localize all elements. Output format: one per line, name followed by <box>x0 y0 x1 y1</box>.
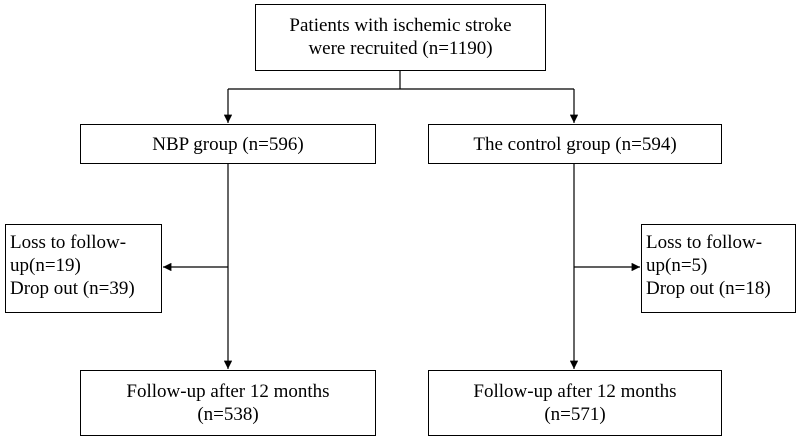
recruited-box: Patients with ischemic stroke were recru… <box>255 4 546 71</box>
nbp-group-label: NBP group (n=596) <box>152 134 304 155</box>
nbp-loss-line-3: Drop out (n=39) <box>10 278 135 299</box>
control-followup-box: Follow-up after 12 months (n=571) <box>428 370 722 436</box>
control-loss-line-1: Loss to follow- <box>646 232 763 253</box>
control-followup-line-1: Follow-up after 12 months <box>473 381 677 402</box>
control-loss-line-3: Drop out (n=18) <box>646 278 771 299</box>
recruited-line-2: were recruited (n=1190) <box>308 38 493 59</box>
nbp-group-box: NBP group (n=596) <box>80 124 376 164</box>
control-followup-line-2: (n=571) <box>544 404 606 425</box>
nbp-followup-line-2: (n=538) <box>197 404 259 425</box>
nbp-loss-line-1: Loss to follow- <box>10 232 127 253</box>
recruited-line-1: Patients with ischemic stroke <box>289 15 512 36</box>
control-group-box: The control group (n=594) <box>428 124 722 164</box>
control-group-label: The control group (n=594) <box>473 134 677 155</box>
control-loss-line-2: up(n=5) <box>646 255 708 276</box>
control-loss-box: Loss to follow- up(n=5) Drop out (n=18) <box>641 224 796 313</box>
nbp-followup-box: Follow-up after 12 months (n=538) <box>80 370 376 436</box>
nbp-followup-line-1: Follow-up after 12 months <box>126 381 330 402</box>
nbp-loss-line-2: up(n=19) <box>10 255 81 276</box>
nbp-loss-box: Loss to follow- up(n=19) Drop out (n=39) <box>5 224 162 313</box>
